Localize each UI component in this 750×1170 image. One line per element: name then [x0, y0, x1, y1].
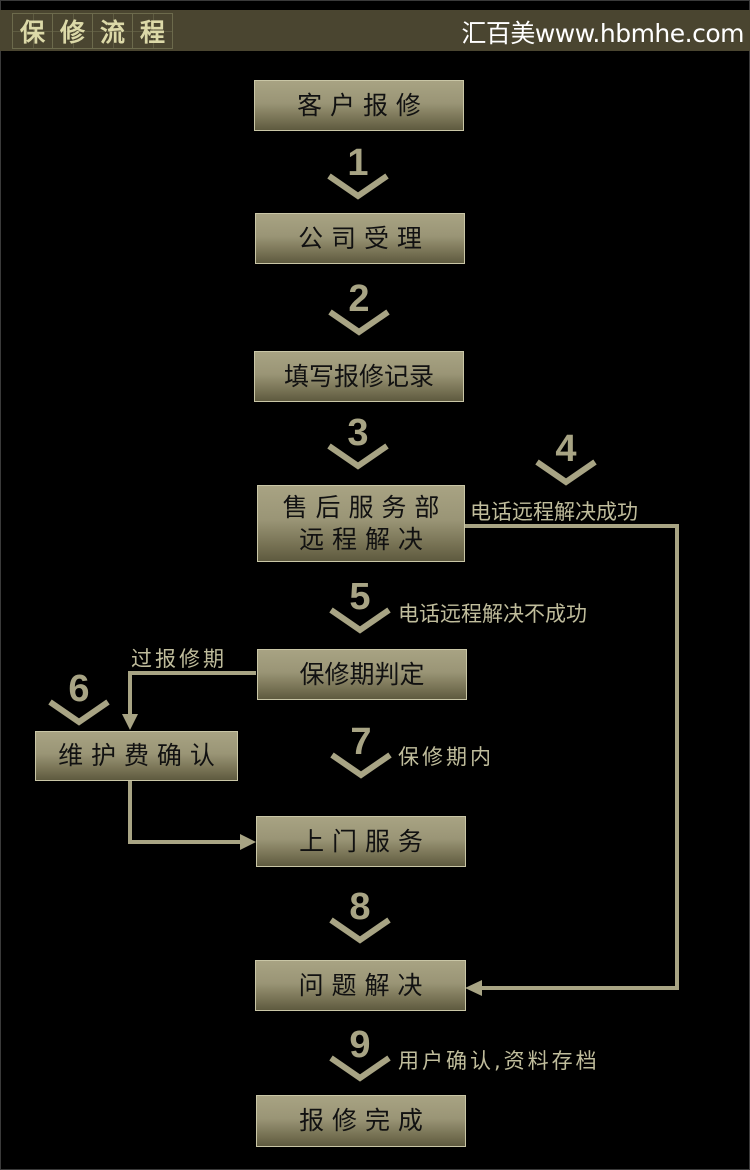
chevron-down-icon — [535, 459, 597, 486]
step-marker-4: 4 — [533, 428, 599, 492]
step-marker-8: 8 — [327, 886, 393, 950]
arrowhead-icon — [240, 834, 256, 850]
step-marker-5: 5 — [327, 576, 393, 640]
step-marker-7: 7 — [328, 721, 394, 785]
fee-to-onsite-connector — [128, 781, 240, 844]
step-marker-1: 1 — [325, 142, 391, 206]
box-warranty-check: 保修期判定 — [257, 649, 467, 700]
arrowhead-icon — [465, 980, 482, 996]
box-problem-solved: 问 题 解 决 — [255, 960, 466, 1011]
note-in-warranty: 保修期内 — [398, 745, 494, 769]
note-out-of-warranty: 过报修期 — [131, 647, 227, 671]
step-marker-9: 9 — [327, 1024, 393, 1088]
brand-watermark: 汇百美www.hbmhe.com — [461, 19, 744, 48]
success-connector — [465, 524, 679, 990]
box-fee-confirm: 维 护 费 确 认 — [35, 731, 238, 781]
title-char: 保 — [13, 14, 53, 48]
box-fill-record: 填写报修记录 — [254, 351, 464, 402]
arrowhead-icon — [122, 714, 138, 730]
title-char: 程 — [133, 14, 172, 48]
chevron-down-icon — [330, 752, 392, 779]
chevron-down-icon — [329, 1055, 391, 1082]
note-phone-fail: 电话远程解决不成功 — [398, 602, 587, 626]
page-title: 保 修 流 程 — [12, 13, 173, 49]
box-onsite-service: 上 门 服 务 — [256, 816, 466, 867]
box-company-accept: 公 司 受 理 — [255, 213, 465, 264]
title-char: 修 — [53, 14, 93, 48]
step-marker-6: 6 — [46, 668, 112, 732]
chevron-down-icon — [329, 607, 391, 634]
note-user-confirm: 用户确认,资料存档 — [398, 1049, 600, 1073]
step-marker-3: 3 — [325, 412, 391, 476]
chevron-down-icon — [327, 173, 389, 200]
header-bar: 保 修 流 程 汇百美www.hbmhe.com — [0, 10, 750, 51]
step-marker-2: 2 — [326, 278, 392, 342]
chevron-down-icon — [329, 917, 391, 944]
chevron-down-icon — [48, 699, 110, 726]
box-customer-report: 客 户 报 修 — [254, 80, 464, 131]
chevron-down-icon — [328, 309, 390, 336]
title-char: 流 — [93, 14, 133, 48]
box-after-sales-remote: 售 后 服 务 部 远 程 解 决 — [257, 485, 465, 562]
note-phone-success: 电话远程解决成功 — [470, 500, 638, 524]
box-repair-complete: 报 修 完 成 — [256, 1095, 466, 1147]
out-of-warranty-connector — [128, 671, 256, 718]
chevron-down-icon — [327, 443, 389, 470]
